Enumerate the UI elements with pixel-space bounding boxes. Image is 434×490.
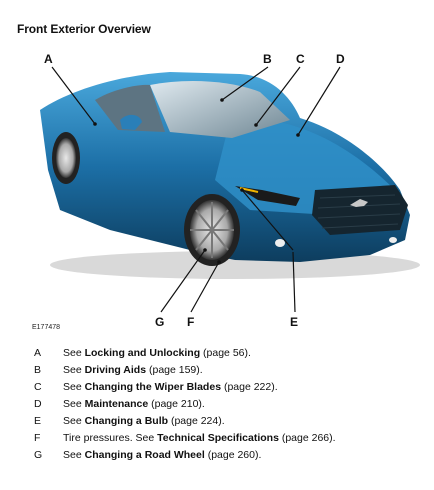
figure-code: E177478	[32, 324, 61, 331]
legend-letter: D	[34, 398, 42, 410]
legend-link[interactable]: Technical Specifications	[157, 432, 279, 444]
callout-c: C	[296, 52, 305, 66]
callout-a: A	[44, 52, 53, 66]
legend-link[interactable]: Changing a Bulb	[84, 415, 169, 427]
callout-b: B	[263, 52, 272, 66]
legend-letter: B	[34, 364, 42, 376]
legend-row: D See Maintenance (page 210).	[34, 398, 205, 410]
legend-link[interactable]: Maintenance	[84, 398, 149, 410]
callout-d: D	[336, 52, 345, 66]
legend-link[interactable]: Changing a Road Wheel	[84, 449, 205, 461]
emblem-icon	[350, 199, 368, 207]
page-title: Front Exterior Overview	[17, 22, 151, 36]
callout-f: F	[187, 315, 195, 329]
side-window	[95, 84, 165, 132]
legend-letter: A	[34, 347, 42, 359]
leader-lines	[51, 66, 341, 313]
callout-g: G	[155, 315, 165, 329]
car-illustration	[40, 66, 420, 313]
legend-letter: C	[34, 381, 42, 393]
legend-letter: E	[34, 415, 42, 427]
legend-row: E See Changing a Bulb (page 224).	[34, 415, 225, 427]
callout-e: E	[290, 315, 299, 329]
legend-letter: F	[34, 432, 41, 444]
legend-row: F Tire pressures. See Technical Specific…	[34, 432, 336, 444]
side-mirror	[120, 114, 142, 130]
legend-link[interactable]: Driving Aids	[84, 364, 147, 376]
legend-row: C See Changing the Wiper Blades (page 22…	[34, 381, 278, 393]
legend-link[interactable]: Changing the Wiper Blades	[84, 381, 222, 393]
legend-row: G See Changing a Road Wheel (page 260).	[34, 449, 262, 461]
legend-link[interactable]: Locking and Unlocking	[84, 347, 201, 359]
legend-letter: G	[34, 449, 43, 461]
legend-row: B See Driving Aids (page 159).	[34, 364, 203, 376]
legend-row: A See Locking and Unlocking (page 56).	[34, 347, 251, 359]
